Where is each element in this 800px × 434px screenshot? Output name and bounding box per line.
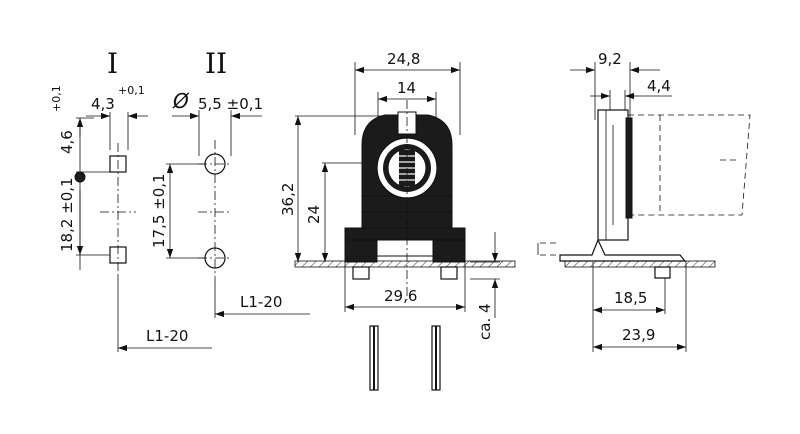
dim-width-one: 4,3: [91, 95, 115, 113]
dim-panel-thickness: ca. 4: [476, 303, 494, 340]
dim-tol-b: +0,1: [118, 84, 145, 97]
dim-tol-a: +0,1: [50, 85, 63, 112]
mounting-panel: [294, 260, 516, 268]
dim-pitch-two: 17,5 ±0,1: [150, 173, 168, 248]
front-view: 24,8 14 36,2 24: [279, 50, 516, 391]
diameter-symbol: Ø: [172, 89, 190, 113]
dim-overall-height: 36,2: [279, 183, 297, 216]
dim-slot-width: 4,4: [647, 77, 671, 95]
lamp-outline: [628, 114, 751, 216]
view-two: II Ø 5,5 ±0,1 17,5 ±0,1 L1-20: [150, 47, 310, 318]
dim-foot-length: 18,5: [614, 289, 647, 307]
view-one: I 4,3 +0,1 +0,1 4,6 18,2 ±0,1 L1-20: [50, 47, 212, 352]
dim-top-width: 9,2: [598, 50, 622, 68]
dim-pitch-one: 18,2 ±0,1: [58, 177, 76, 252]
dim-diameter: 5,5 ±0,1: [198, 95, 263, 113]
view-label-two: II: [205, 47, 227, 80]
dim-inner-height: 24: [305, 205, 323, 224]
side-mounting-panel: [564, 260, 716, 268]
dim-lead-one: L1-20: [146, 327, 188, 345]
dim-base-width: 29,6: [384, 287, 417, 305]
dim-overall-width: 24,8: [387, 50, 420, 68]
side-view: 9,2 4,4 18,5 23,9: [537, 50, 751, 352]
dim-inner-width: 14: [397, 79, 416, 97]
view-label-one: I: [107, 47, 118, 80]
dim-offset-one: 4,6: [58, 130, 76, 154]
dim-overall-depth: 23,9: [622, 326, 655, 344]
dim-lead-two: L1-20: [240, 293, 282, 311]
